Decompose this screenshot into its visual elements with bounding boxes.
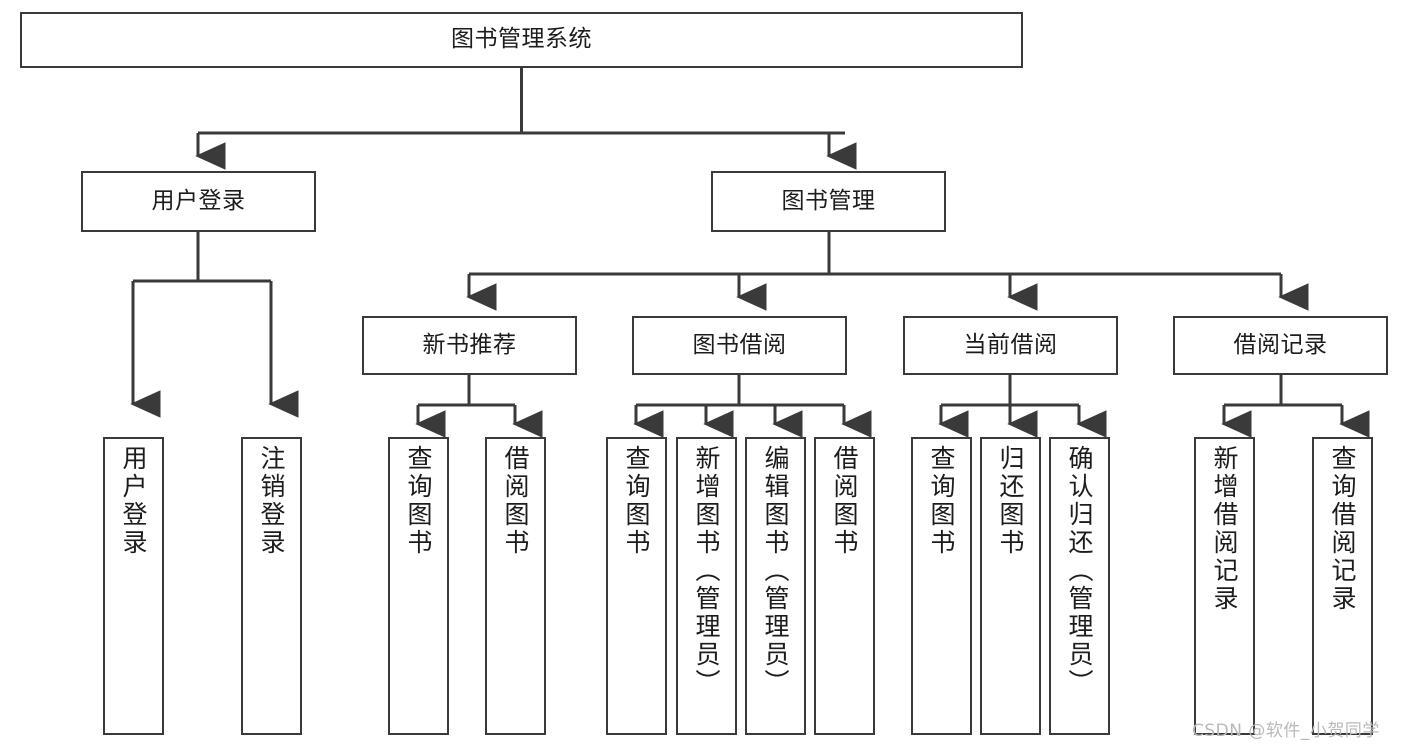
node-label: 新增借阅记录 [1210, 445, 1239, 613]
node-current-borrow[interactable]: 当前借阅 [903, 316, 1118, 375]
node-label: 确认归还（管理员） [1065, 445, 1094, 697]
node-label: 查询图书 [927, 445, 956, 557]
node-label: 编辑图书（管理员） [761, 445, 790, 697]
node-label: 归还图书 [996, 445, 1025, 557]
leaf-recommend-query-book[interactable]: 查询图书 [388, 437, 449, 735]
node-label: 当前借阅 [963, 331, 1058, 358]
leaf-user-login[interactable]: 用户登录 [103, 437, 164, 735]
node-label: 新增图书（管理员） [692, 445, 721, 697]
leaf-current-return-book[interactable]: 归还图书 [980, 437, 1041, 735]
node-label: 借阅记录 [1233, 331, 1328, 358]
leaf-current-query-book[interactable]: 查询图书 [911, 437, 972, 735]
node-label: 图书借阅 [692, 331, 787, 358]
leaf-user-logout[interactable]: 注销登录 [241, 437, 302, 735]
node-label: 图书管理系统 [451, 26, 592, 53]
node-root-system[interactable]: 图书管理系统 [20, 12, 1023, 68]
node-new-book-recommend[interactable]: 新书推荐 [362, 316, 577, 375]
node-label: 新书推荐 [422, 331, 517, 358]
node-book-management[interactable]: 图书管理 [711, 171, 946, 232]
node-user-login[interactable]: 用户登录 [81, 171, 316, 232]
node-label: 查询图书 [622, 445, 651, 557]
node-book-borrow[interactable]: 图书借阅 [632, 316, 847, 375]
node-label: 用户登录 [151, 187, 246, 214]
node-label: 借阅图书 [501, 445, 530, 557]
node-label: 查询图书 [404, 445, 433, 557]
leaf-borrow-add-book[interactable]: 新增图书（管理员） [676, 437, 737, 735]
node-label: 查询借阅记录 [1328, 445, 1357, 613]
leaf-record-add[interactable]: 新增借阅记录 [1194, 437, 1255, 735]
leaf-borrow-edit-book[interactable]: 编辑图书（管理员） [745, 437, 806, 735]
node-borrow-record[interactable]: 借阅记录 [1173, 316, 1388, 375]
leaf-current-confirm-return[interactable]: 确认归还（管理员） [1049, 437, 1110, 735]
leaf-borrow-borrow-book[interactable]: 借阅图书 [814, 437, 875, 735]
leaf-borrow-query-book[interactable]: 查询图书 [606, 437, 667, 735]
node-label: 图书管理 [781, 187, 876, 214]
node-label: 用户登录 [119, 445, 148, 557]
node-label: 借阅图书 [830, 445, 859, 557]
leaf-record-query[interactable]: 查询借阅记录 [1312, 437, 1373, 735]
leaf-recommend-borrow-book[interactable]: 借阅图书 [485, 437, 546, 735]
node-label: 注销登录 [257, 445, 286, 557]
